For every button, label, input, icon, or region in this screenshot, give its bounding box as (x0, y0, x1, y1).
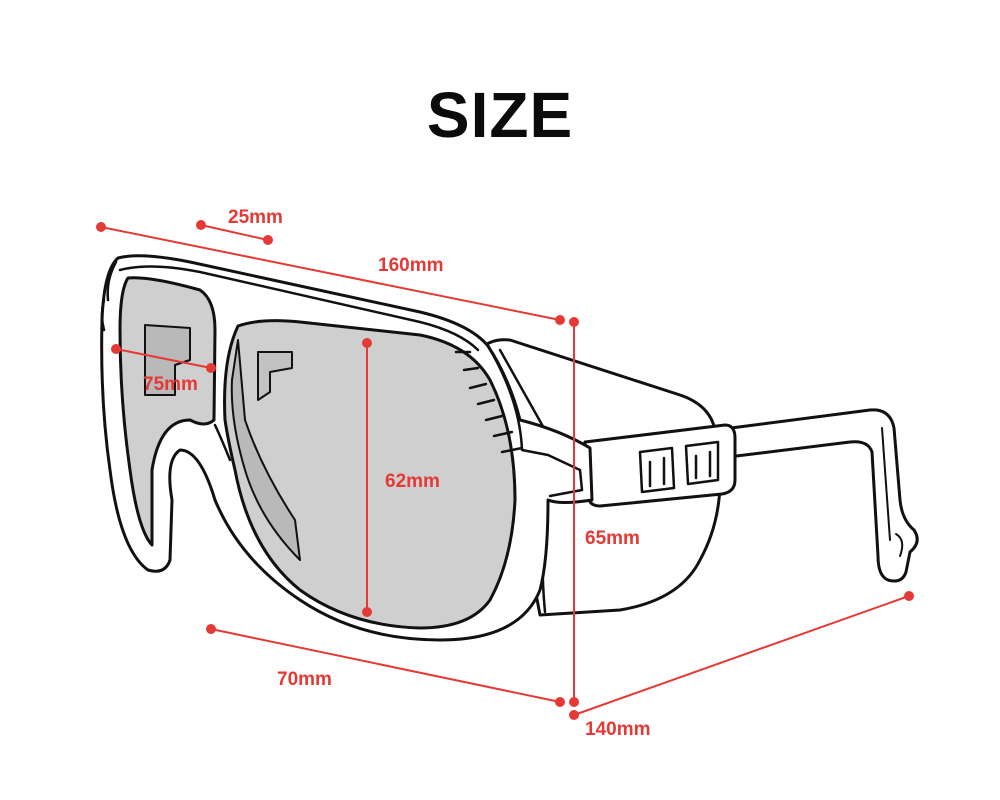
temple-arm (698, 408, 919, 583)
bottom-width-dot-start (206, 624, 216, 634)
page-title: SIZE (426, 79, 574, 151)
frame-side-edge (486, 344, 584, 498)
frame-height-dot-end (569, 697, 579, 707)
nose-bridge (213, 423, 232, 462)
lens-width-measure-line (115, 348, 212, 369)
temple-length-measure-line (573, 595, 910, 716)
temple-length-label: 140mm (585, 719, 651, 740)
lens-height-dot-start (362, 338, 372, 348)
bottom-width-label: 70mm (277, 669, 332, 690)
frame-width-dot-end (555, 315, 565, 325)
bottom-width-dot-end (555, 697, 565, 707)
temple-length-dot-end (904, 591, 914, 601)
temple-tip (895, 533, 904, 557)
frame-height-dot-start (569, 317, 579, 327)
frame-height-label: 65mm (585, 528, 640, 549)
bridge-measure-line (200, 224, 269, 241)
frame-width-label: 160mm (378, 255, 444, 276)
frame-top-rim (118, 265, 480, 352)
left-lens (118, 276, 217, 547)
bottom-width-measure-line (210, 628, 561, 703)
lens-width-dot-end (206, 363, 216, 373)
lens-width-dot-start (111, 344, 121, 354)
glasses-illustration (100, 254, 919, 642)
lens-height-dot-end (362, 607, 372, 617)
hinge-slot-left (638, 446, 676, 494)
bridge-measure-dot-start (196, 220, 206, 230)
lens-height-label: 62mm (385, 471, 440, 492)
lens-width-label: 75mm (143, 374, 198, 395)
temple-arm-inner (881, 427, 891, 541)
frame-ridges (454, 350, 524, 454)
bridge-label: 25mm (228, 207, 283, 228)
right-lens-shade (257, 351, 293, 401)
frame-top-rim-2 (100, 260, 118, 332)
hinge-slot-right (684, 440, 720, 486)
temple-length-dot-start (569, 710, 579, 720)
bridge-measure-dot-end (263, 235, 273, 245)
measurement-labels: 25mm 160mm 75mm 62mm 65mm 70mm 140mm (143, 207, 651, 740)
right-lens-reflection (230, 339, 301, 561)
frame-width-dot-start (96, 222, 106, 232)
measurement-lines (96, 220, 914, 720)
frame-width-measure-line (100, 226, 561, 321)
